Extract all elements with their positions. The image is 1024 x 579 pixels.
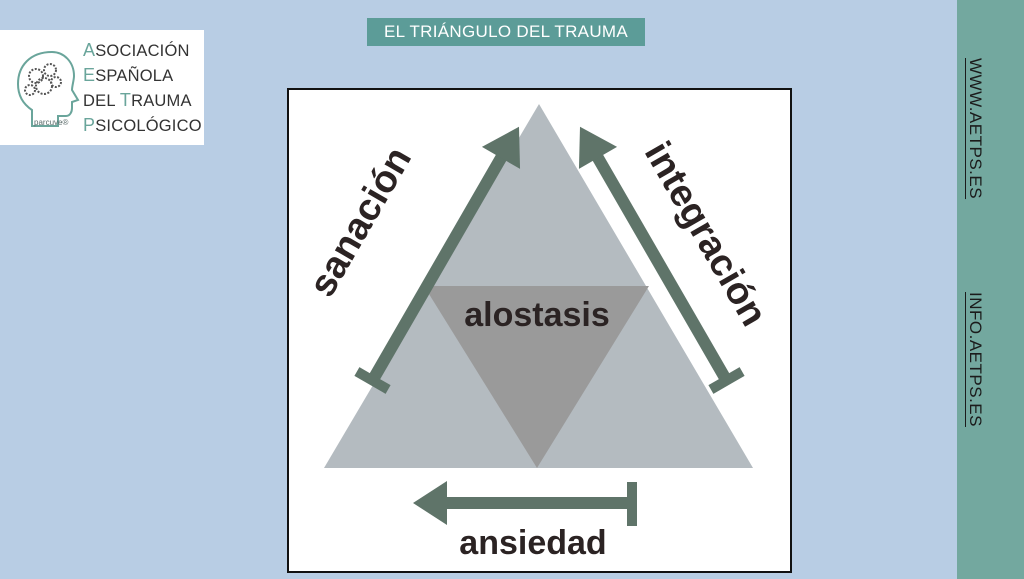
website-link[interactable]: WWW.AETPS.ES — [966, 58, 985, 200]
label-integracion: integración — [636, 135, 775, 333]
logo-line-4: PSICOLÓGICO — [83, 115, 202, 135]
logo-wordmark: ASOCIACIÓN ESPAÑOLA DEL TRAUMA PSICOLÓGI… — [83, 38, 202, 138]
page-title: EL TRIÁNGULO DEL TRAUMA — [367, 18, 645, 46]
logo-line-1: ASOCIACIÓN — [83, 40, 190, 60]
contact-sidebar: WWW.AETPS.ES INFO.AETPS.ES — [957, 0, 1024, 579]
logo-line-3: DEL TRAUMA — [83, 90, 192, 110]
brain-head-icon — [12, 46, 86, 136]
logo: parcuve® ASOCIACIÓN ESPAÑOLA DEL TRAUMA … — [0, 30, 204, 145]
center-label-alostasis: alostasis — [464, 296, 610, 334]
inner-inverted-triangle — [424, 286, 649, 468]
integracion-arrow — [578, 126, 745, 394]
logo-brand-small: parcuve® — [34, 118, 69, 127]
ansiedad-arrow — [413, 481, 637, 526]
label-sanacion: sanación — [301, 140, 420, 304]
sanacion-arrow — [354, 126, 521, 394]
trauma-triangle-diagram: alostasis sanación integración ansiedad — [287, 88, 792, 573]
label-ansiedad: ansiedad — [459, 524, 606, 562]
email-link[interactable]: INFO.AETPS.ES — [966, 292, 985, 427]
logo-line-2: ESPAÑOLA — [83, 65, 174, 85]
